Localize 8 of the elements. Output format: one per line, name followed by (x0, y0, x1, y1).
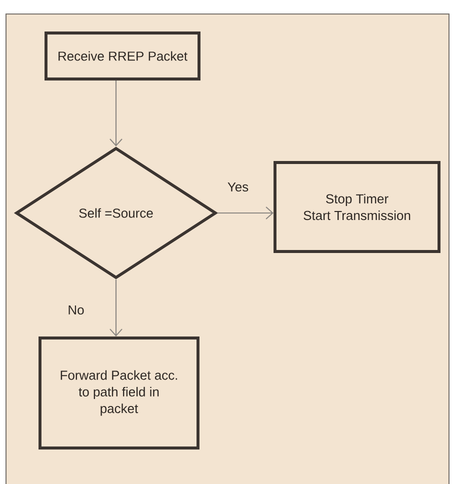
process-box: Stop Timer Start Transmission (274, 161, 440, 253)
arrow (110, 280, 122, 337)
process-box: Receive RREP Packet (44, 32, 200, 80)
edge-label: No (66, 304, 86, 316)
edge-label: Yes (226, 181, 250, 193)
arrow (217, 206, 274, 220)
arrow (110, 80, 122, 146)
process-box: Forward Packet acc. to path field in packet (38, 336, 200, 450)
